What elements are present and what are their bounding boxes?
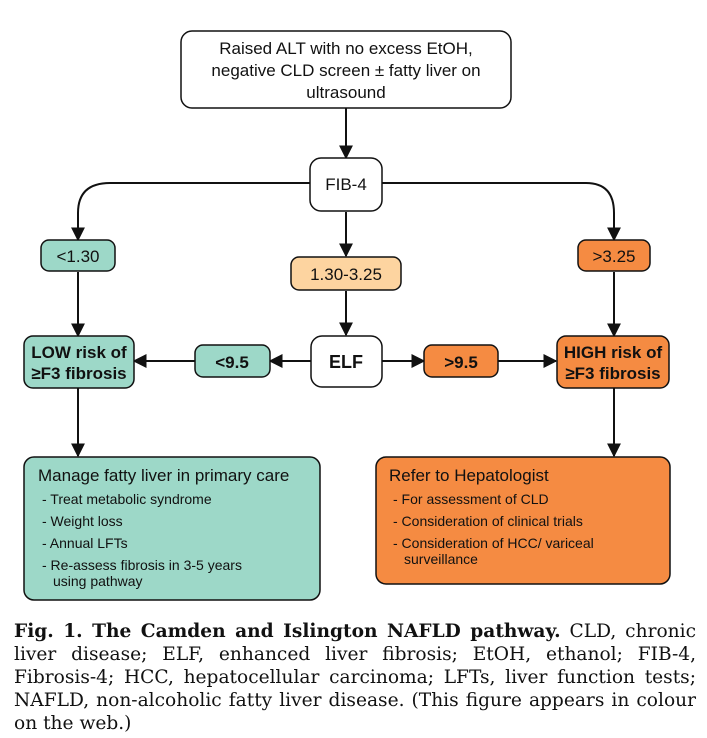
high-risk-node: HIGH risk of ≥F3 fibrosis (556, 335, 670, 389)
primary-care-node: Manage fatty liver in primary care - Tre… (23, 456, 321, 601)
elf-high-label: >9.5 (444, 353, 478, 372)
hepatologist-item-continued: surveillance (404, 551, 478, 567)
fib4-mid-node: 1.30-3.25 (290, 256, 402, 291)
elf-low-node: <9.5 (194, 344, 271, 378)
hepatologist-item: - Consideration of clinical trials (393, 513, 583, 529)
low-risk-line-2: ≥F3 fibrosis (31, 364, 126, 383)
fib4-low-label: <1.30 (56, 247, 99, 266)
high-risk-line-2: ≥F3 fibrosis (565, 364, 660, 383)
caption-text: CLD, chronic liver disease; ELF, enhance… (14, 621, 696, 734)
start-line-3: ultrasound (306, 83, 385, 102)
hepatologist-item: - For assessment of CLD (393, 491, 549, 507)
hepatologist-node: Refer to Hepatologist - For assessment o… (375, 456, 671, 585)
primary-care-item: - Annual LFTs (42, 535, 128, 551)
arrow-fib4-to-high (382, 182, 621, 242)
high-risk-line-1: HIGH risk of (564, 343, 663, 362)
elf-high-node: >9.5 (423, 344, 499, 378)
start-line-2: negative CLD screen ± fatty liver on (211, 61, 480, 80)
hepatologist-item: - Consideration of HCC/ variceal (393, 535, 594, 551)
figure-caption: Fig. 1. The Camden and Islington NAFLD p… (14, 620, 696, 735)
fib4-mid-label: 1.30-3.25 (310, 265, 382, 284)
nafld-pathway-diagram: Raised ALT with no excess EtOH, negative… (23, 30, 671, 601)
elf-low-label: <9.5 (215, 353, 249, 372)
low-risk-node: LOW risk of ≥F3 fibrosis (23, 335, 135, 389)
start-node: Raised ALT with no excess EtOH, negative… (180, 30, 512, 109)
fib4-high-label: >3.25 (592, 247, 635, 266)
elf-label: ELF (329, 352, 363, 372)
start-line-1: Raised ALT with no excess EtOH, (219, 39, 473, 58)
primary-care-item: - Re-assess fibrosis in 3-5 years (42, 557, 242, 573)
primary-care-item: - Treat metabolic syndrome (42, 491, 212, 507)
connectors (71, 108, 621, 458)
primary-care-item-continued: using pathway (53, 573, 143, 589)
elf-node: ELF (310, 335, 383, 388)
fib4-low-node: <1.30 (40, 239, 116, 272)
fib4-high-node: >3.25 (577, 239, 651, 272)
hepatologist-title: Refer to Hepatologist (389, 466, 549, 485)
primary-care-title: Manage fatty liver in primary care (38, 466, 289, 485)
primary-care-item: - Weight loss (42, 513, 123, 529)
fib4-node: FIB-4 (309, 157, 383, 212)
low-risk-line-1: LOW risk of (31, 343, 127, 362)
fib4-label: FIB-4 (325, 175, 367, 194)
caption-label: Fig. 1. The Camden and Islington NAFLD p… (14, 621, 561, 642)
arrow-fib4-to-low (71, 182, 310, 242)
